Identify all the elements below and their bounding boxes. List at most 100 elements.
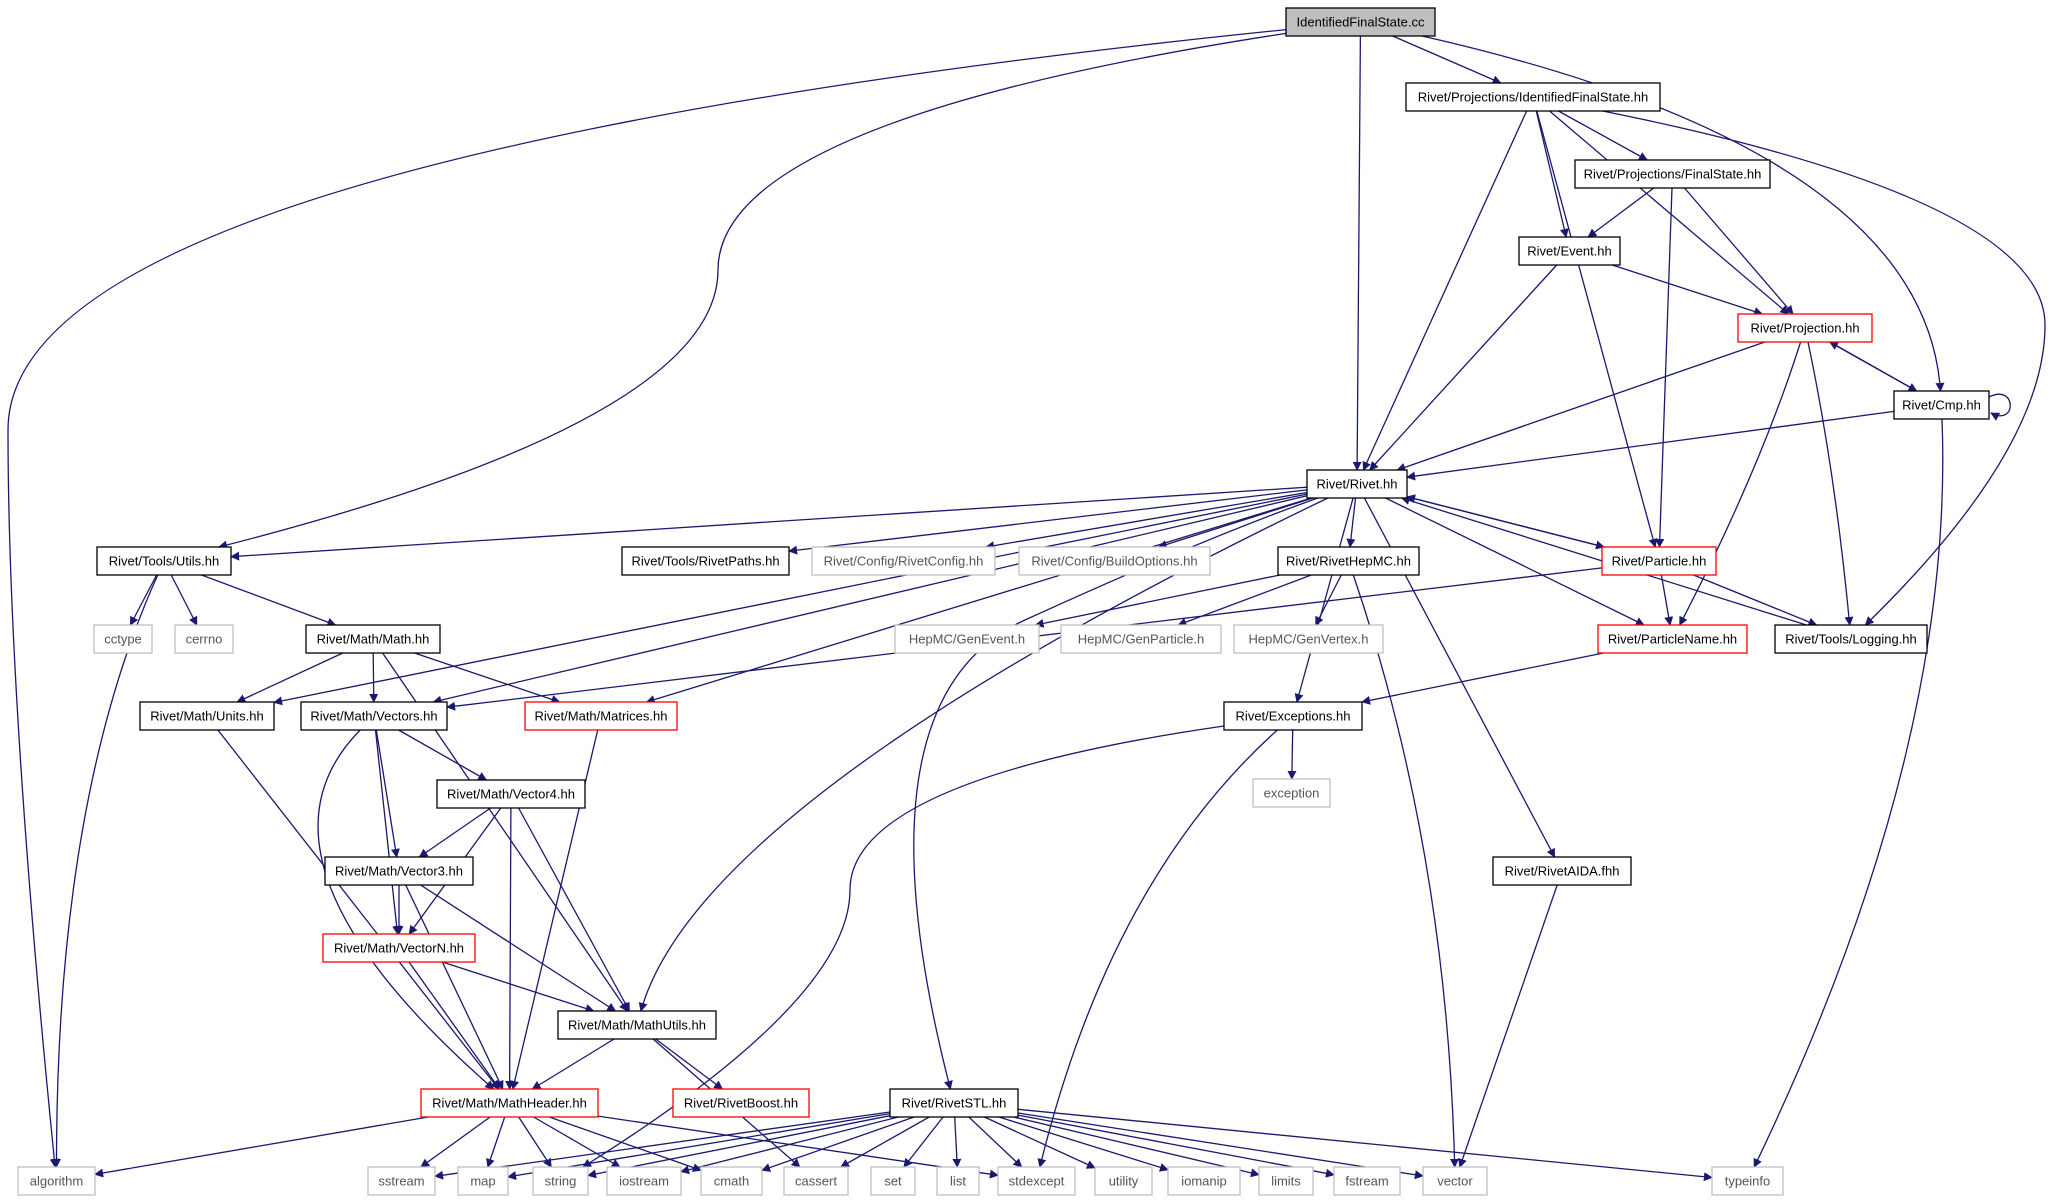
- edge-rivet-rivethepmc-hh-to-hepmc-genevent-h: [1034, 574, 1281, 628]
- edge-rivet-particlename-hh-to-rivet-exceptions-hh: [1361, 652, 1604, 705]
- node-box: [1306, 469, 1408, 499]
- edge-rivet-rivetstl-hh-to-iostream: [680, 1116, 899, 1175]
- edge-rivet-particle-hh-to-rivet-rivet-hh: [1406, 494, 1605, 548]
- node-box: [1422, 1166, 1488, 1196]
- node-label: IdentifiedFinalState.cc: [1297, 15, 1425, 30]
- node-rivet-tools-rivetpaths-hh[interactable]: Rivet/Tools/RivetPaths.hh: [621, 546, 790, 576]
- edge-rivet-rivetstl-hh-to-fstream: [1017, 1114, 1335, 1178]
- node-label: typeinfo: [1725, 1174, 1771, 1189]
- edge-rivet-projections-identifiedfinalstate-hh-to-rivet-particle-hh: [1536, 110, 1658, 548]
- node-rivet-rivetboost-hh[interactable]: Rivet/RivetBoost.hh: [672, 1088, 810, 1118]
- node-rivet-rivetaida-fhh[interactable]: Rivet/RivetAIDA.fhh: [1492, 856, 1632, 886]
- node-label: cerrno: [186, 632, 223, 647]
- edge-rivet-rivetstl-hh-to-stdexcept: [968, 1116, 1023, 1168]
- edge-rivet-tools-utils-hh-to-algorithm: [51, 574, 159, 1168]
- edge-rivet-math-vector3-hh-to-rivet-math-mathutils-hh: [420, 884, 617, 1012]
- node-rivet-projections-finalstate-hh[interactable]: Rivet/Projections/FinalState.hh: [1574, 159, 1771, 189]
- node-rivet-projections-identifiedfinalstate-hh[interactable]: Rivet/Projections/IdentifiedFinalState.h…: [1405, 82, 1661, 112]
- node-label: Rivet/Math/MathHeader.hh: [432, 1096, 587, 1111]
- edge-rivet-math-mathutils-hh-to-rivet-math-mathheader-hh: [531, 1038, 615, 1090]
- edge-rivet-projections-identifiedfinalstate-hh-to-rivet-tools-logging-hh: [1602, 110, 2046, 626]
- node-box: [1060, 624, 1222, 654]
- node-label: Rivet/Math/Vector3.hh: [335, 864, 463, 879]
- node-list: list: [936, 1166, 980, 1196]
- node-box: [894, 624, 1040, 654]
- node-box: [93, 624, 153, 654]
- node-box: [96, 546, 232, 576]
- node-rivet-particle-hh[interactable]: Rivet/Particle.hh: [1601, 546, 1717, 576]
- node-rivet-math-mathheader-hh[interactable]: Rivet/Math/MathHeader.hh: [420, 1088, 599, 1118]
- node-box: [700, 1166, 763, 1196]
- node-string: string: [532, 1166, 589, 1196]
- edge-rivet-math-mathheader-hh-to-iostream: [533, 1116, 621, 1168]
- node-label: limits: [1271, 1174, 1301, 1189]
- node-box: [457, 1166, 509, 1196]
- edge-rivet-particle-hh-to-rivet-particlename-hh: [1660, 574, 1674, 626]
- edge-rivet-rivet-hh-to-rivet-math-vectors-hh: [432, 495, 1308, 705]
- edge-rivet-event-hh-to-rivet-projection-hh: [1612, 264, 1764, 316]
- node-label: stdexcept: [1009, 1174, 1065, 1189]
- node-identifiedfinalstate-cc[interactable]: IdentifiedFinalState.cc: [1285, 7, 1436, 37]
- node-rivet-math-vectors-hh[interactable]: Rivet/Math/Vectors.hh: [300, 701, 448, 731]
- node-rivet-projection-hh[interactable]: Rivet/Projection.hh: [1737, 313, 1873, 343]
- node-box: [17, 1166, 96, 1196]
- node-box: [1737, 313, 1873, 343]
- node-rivet-rivethepmc-hh[interactable]: Rivet/RivetHepMC.hh: [1277, 546, 1420, 576]
- node-label: Rivet/Rivet.hh: [1317, 477, 1398, 492]
- node-label: exception: [1264, 786, 1320, 801]
- node-label: Rivet/Tools/Utils.hh: [109, 554, 220, 569]
- node-rivet-exceptions-hh[interactable]: Rivet/Exceptions.hh: [1223, 701, 1363, 731]
- node-label: sstream: [378, 1174, 424, 1189]
- node-rivet-tools-logging-hh[interactable]: Rivet/Tools/Logging.hh: [1774, 624, 1928, 654]
- node-rivet-math-vector4-hh[interactable]: Rivet/Math/Vector4.hh: [436, 779, 586, 809]
- node-rivet-particlename-hh[interactable]: Rivet/ParticleName.hh: [1597, 624, 1748, 654]
- node-box: [672, 1088, 810, 1118]
- node-box: [1574, 159, 1771, 189]
- node-label: Rivet/RivetSTL.hh: [902, 1096, 1007, 1111]
- node-rivet-cmp-hh[interactable]: Rivet/Cmp.hh: [1893, 390, 1990, 420]
- edge-rivet-exceptions-hh-to-exception: [1287, 729, 1297, 780]
- node-rivet-math-vectorn-hh[interactable]: Rivet/Math/VectorN.hh: [322, 933, 476, 963]
- node-label: HepMC/GenParticle.h: [1078, 632, 1204, 647]
- edge-rivet-rivet-hh-to-rivet-config-buildoptions-hh: [1157, 497, 1314, 549]
- edge-rivet-math-mathheader-hh-to-cmath: [549, 1116, 702, 1172]
- node-label: cassert: [795, 1174, 837, 1189]
- node-rivet-math-vector3-hh[interactable]: Rivet/Math/Vector3.hh: [324, 856, 474, 886]
- edge-rivet-math-vector4-hh-to-rivet-math-mathutils-hh: [518, 807, 630, 1012]
- node-rivet-rivetstl-hh[interactable]: Rivet/RivetSTL.hh: [889, 1088, 1019, 1118]
- node-rivet-rivet-hh[interactable]: Rivet/Rivet.hh: [1306, 469, 1408, 499]
- node-rivet-tools-utils-hh[interactable]: Rivet/Tools/Utils.hh: [96, 546, 232, 576]
- node-rivet-math-math-hh[interactable]: Rivet/Math/Math.hh: [305, 624, 441, 654]
- node-rivet-math-matrices-hh[interactable]: Rivet/Math/Matrices.hh: [524, 701, 678, 731]
- node-box: [524, 701, 678, 731]
- node-label: set: [884, 1174, 902, 1189]
- node-stdexcept: stdexcept: [997, 1166, 1076, 1196]
- node-cmath: cmath: [700, 1166, 763, 1196]
- edge-rivet-math-math-hh-to-rivet-math-vectors-hh: [369, 652, 379, 703]
- node-rivet-math-mathutils-hh[interactable]: Rivet/Math/MathUtils.hh: [557, 1010, 717, 1040]
- edge-rivet-math-vector3-hh-to-rivet-math-mathheader-hh: [405, 884, 504, 1090]
- node-rivet-math-units-hh[interactable]: Rivet/Math/Units.hh: [139, 701, 275, 731]
- node-rivet-event-hh[interactable]: Rivet/Event.hh: [1518, 236, 1621, 266]
- edge-rivet-rivetstl-hh-to-cmath: [761, 1116, 915, 1172]
- edge-identifiedfinalstate-cc-to-algorithm: [7, 28, 1287, 1168]
- edge-rivet-projection-hh-to-rivet-rivet-hh: [1396, 341, 1766, 472]
- edge-rivet-projections-identifiedfinalstate-hh-to-rivet-projections-finalstate-hh: [1558, 110, 1648, 161]
- edge-rivet-rivetstl-hh-to-utility: [984, 1116, 1096, 1169]
- node-label: Rivet/Tools/Logging.hh: [1785, 632, 1917, 647]
- edge-identifiedfinalstate-cc-to-rivet-rivet-hh: [1352, 35, 1362, 471]
- edge-rivet-math-mathheader-hh-to-algorithm: [94, 1116, 429, 1178]
- edge-rivet-projections-identifiedfinalstate-hh-to-rivet-event-hh: [1535, 110, 1569, 238]
- edge-rivet-rivetstl-hh-to-set: [903, 1116, 944, 1168]
- edge-rivet-math-mathheader-hh-to-sstream: [420, 1116, 491, 1168]
- node-box: [1258, 1166, 1314, 1196]
- edge-rivet-projection-hh-to-rivet-tools-logging-hh: [1807, 341, 1854, 626]
- node-hepmc-genparticle-h: HepMC/GenParticle.h: [1060, 624, 1222, 654]
- node-box: [1285, 7, 1436, 37]
- edge-rivet-rivet-hh-to-rivet-rivethepmc-hh: [1346, 497, 1357, 548]
- edge-rivet-projections-finalstate-hh-to-rivet-projection-hh: [1684, 187, 1794, 315]
- node-label: Rivet/Math/Matrices.hh: [535, 709, 668, 724]
- node-rivet-config-buildoptions-hh: Rivet/Config/BuildOptions.hh: [1018, 546, 1211, 576]
- node-box: [1893, 390, 1990, 420]
- edge-rivet-rivet-hh-to-rivet-math-matrices-hh: [645, 497, 1312, 704]
